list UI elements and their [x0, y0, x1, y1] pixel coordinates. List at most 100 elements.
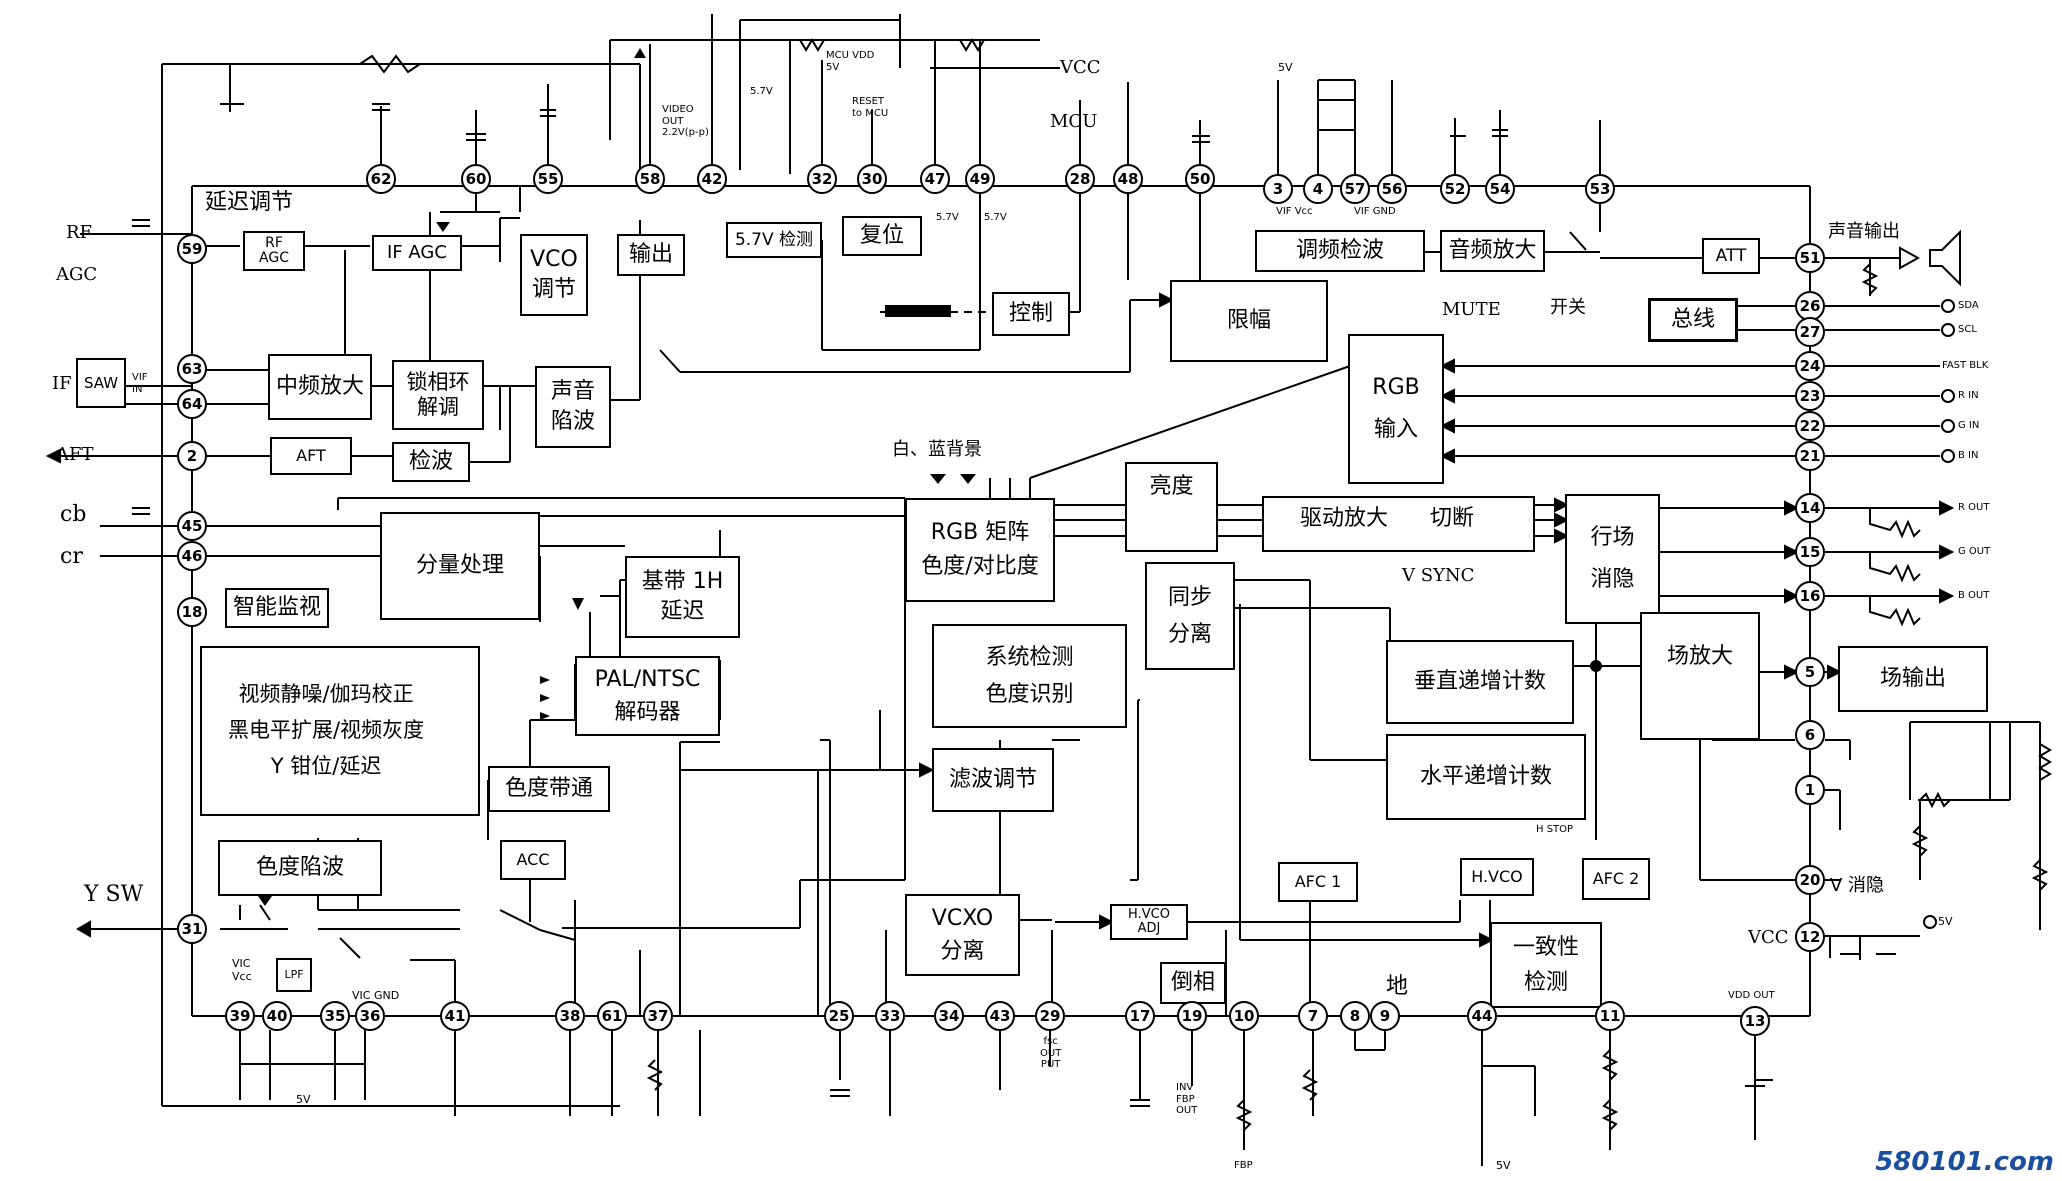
pin-34-number: 34	[938, 1007, 960, 1025]
vco-adjust-block: VCO 调节	[520, 234, 588, 316]
v-sync-label: V SYNC	[1402, 565, 1475, 586]
consistency-detect-label: 一致性 检测	[1512, 934, 1579, 995]
pll-demod-block: 锁相环 解调	[392, 360, 484, 430]
b-in-label: B IN	[1958, 450, 1979, 461]
pin-39: 39	[225, 1001, 255, 1031]
r-out-label: R OUT	[1958, 502, 1990, 513]
consistency-detect-block: 一致性 检测	[1490, 922, 1602, 1008]
system-detect-label: 系统检测 色度识别	[985, 644, 1074, 707]
hvco-block: H.VCO	[1460, 858, 1534, 896]
pin-24-number: 24	[1799, 357, 1821, 375]
pin-28-number: 28	[1069, 170, 1091, 188]
reset-to-mcu-label: RESET to MCU	[852, 96, 889, 119]
pin-1: 1	[1795, 775, 1825, 805]
detect-block: 检波	[392, 442, 470, 482]
fm-detect-block: 调频检波	[1255, 230, 1425, 272]
g-in-label: G IN	[1958, 420, 1980, 431]
white-blue-background-label: 白、蓝背景	[892, 439, 982, 460]
chroma-bandpass-label: 色度带通	[504, 776, 593, 802]
pin-2: 2	[177, 441, 207, 471]
mute-label: MUTE	[1442, 299, 1501, 320]
limiter-label: 限幅	[1226, 308, 1271, 334]
voltage-5v7-c: 5.7V	[984, 212, 1007, 223]
pin-17: 17	[1125, 1001, 1155, 1031]
pin-27: 27	[1795, 317, 1825, 347]
vertical-counter-block: 垂直递增计数	[1386, 640, 1574, 724]
fast-blk-label: FAST BLK	[1942, 360, 1989, 371]
voltage-5v7-b: 5.7V	[936, 212, 959, 223]
five-v-bottom: 5V	[1496, 1159, 1511, 1172]
sound-trap-block: 声音 陷波	[535, 366, 611, 448]
lpf-label: LPF	[284, 967, 304, 981]
pin-21: 21	[1795, 441, 1825, 471]
pin-44-number: 44	[1471, 1007, 1493, 1025]
pin-30: 30	[857, 164, 887, 194]
pin-14-number: 14	[1799, 499, 1821, 517]
if-amp-block: 中频放大	[268, 354, 372, 420]
bus-block: 总线	[1648, 298, 1738, 342]
fbp-label: FBP	[1234, 1160, 1253, 1171]
pin-42-number: 42	[701, 170, 723, 188]
lpf-block: LPF	[276, 958, 312, 992]
pin-12-number: 12	[1799, 928, 1821, 946]
pin-20-number: 20	[1799, 871, 1821, 889]
hv-blank-block: 行场 消隐	[1565, 494, 1660, 624]
pin-17-number: 17	[1129, 1007, 1151, 1025]
pin-18-number: 18	[181, 603, 203, 621]
cb-label: cb	[60, 502, 87, 527]
pin-15-number: 15	[1799, 543, 1821, 561]
pin-4: 4	[1303, 174, 1333, 204]
field-output-label: 场输出	[1879, 666, 1946, 692]
filter-adjust-label: 滤波调节	[948, 767, 1037, 793]
pin-39-number: 39	[229, 1007, 251, 1025]
pin-53: 53	[1585, 174, 1615, 204]
output-block: 输出	[617, 234, 685, 276]
pin-10: 10	[1229, 1001, 1259, 1031]
chroma-trap-label: 色度陷波	[255, 855, 344, 881]
pin-31-number: 31	[181, 920, 203, 938]
pin-62-number: 62	[370, 170, 392, 188]
drive-amp-block: 驱动放大 切断	[1262, 496, 1535, 552]
pin-52-number: 52	[1444, 180, 1466, 198]
pin-4-number: 4	[1312, 180, 1324, 198]
r-in-label: R IN	[1958, 390, 1979, 401]
pin-43-number: 43	[989, 1007, 1011, 1025]
pin-47: 47	[920, 164, 950, 194]
ground-label: 地	[1386, 974, 1409, 999]
pin-8: 8	[1340, 1001, 1370, 1031]
pin-48: 48	[1113, 164, 1143, 194]
pin-40-number: 40	[266, 1007, 288, 1025]
pin-36: 36	[355, 1001, 385, 1031]
field-amp-block: 场放大	[1640, 612, 1760, 740]
scl-label: SCL	[1958, 324, 1977, 335]
vcc-right-label: VCC	[1748, 927, 1789, 948]
pin-28: 28	[1065, 164, 1095, 194]
pin-48-number: 48	[1117, 170, 1139, 188]
baseband-delay-block: 基带 1H 延迟	[625, 556, 740, 638]
pin-63: 63	[177, 354, 207, 384]
pin-55-number: 55	[537, 170, 559, 188]
pin-45: 45	[177, 511, 207, 541]
pin-61-number: 61	[601, 1007, 623, 1025]
pin-40: 40	[262, 1001, 292, 1031]
pin-49: 49	[965, 164, 995, 194]
vic-vcc-label: VIC Vcc	[232, 957, 252, 983]
smart-monitor-label: 智能监视	[232, 595, 321, 621]
video-process-block: 视频静噪/伽玛校正 黑电平扩展/视频灰度 Y 钳位/延迟	[200, 646, 480, 816]
smart-monitor-block: 智能监视	[225, 588, 329, 628]
sync-separator-block: 同步 分离	[1145, 562, 1235, 670]
sda-label: SDA	[1958, 300, 1979, 311]
pin-26-number: 26	[1799, 297, 1821, 315]
aft-output-label: AFT	[56, 444, 94, 465]
pin-22-number: 22	[1799, 417, 1821, 435]
pin-3-number: 3	[1272, 180, 1284, 198]
pin-47-number: 47	[924, 170, 946, 188]
pin-64-number: 64	[181, 395, 203, 413]
vdd-out-label: VDD OUT	[1728, 990, 1775, 1001]
filter-adjust-block: 滤波调节	[932, 748, 1054, 812]
output-label: 输出	[628, 242, 673, 268]
brightness-block: 亮度	[1125, 462, 1218, 552]
acc-block: ACC	[500, 840, 566, 880]
rgb-matrix-label: RGB 矩阵 色度/对比度	[921, 519, 1039, 579]
